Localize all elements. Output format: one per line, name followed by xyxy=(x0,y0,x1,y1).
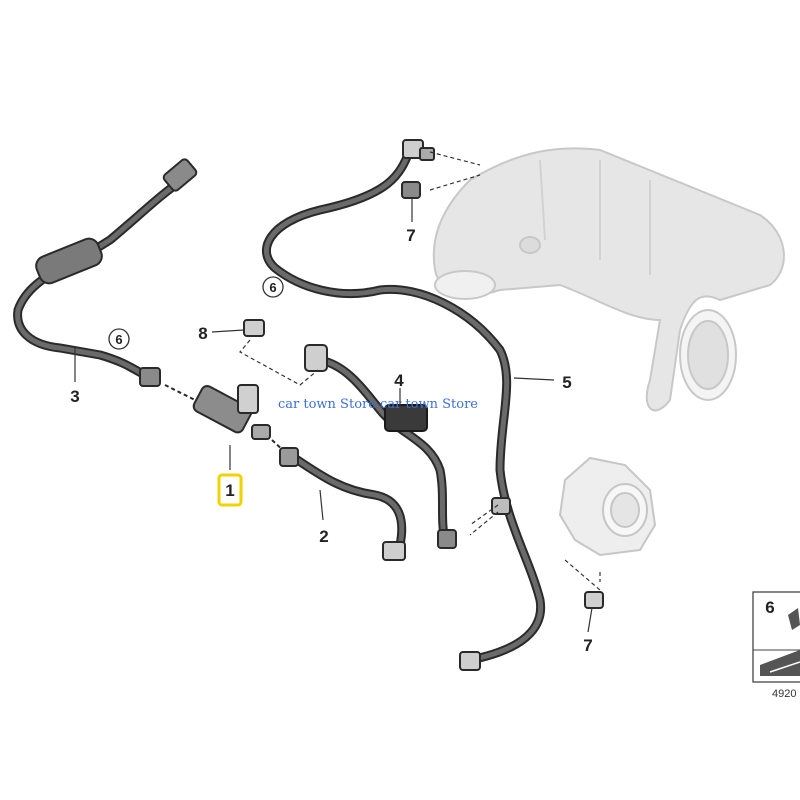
callout-part-3: 3 xyxy=(70,387,79,406)
callout-part-7-upper: 7 xyxy=(406,226,415,245)
svg-text:6: 6 xyxy=(269,280,276,295)
svg-text:6: 6 xyxy=(115,332,122,347)
legend-box: 6 4920 xyxy=(752,591,800,700)
hose-4-assembly xyxy=(304,344,457,549)
air-intake-housing xyxy=(432,147,785,412)
callout-part-6-left: 6 xyxy=(108,328,130,350)
hose-2 xyxy=(279,447,407,561)
callout-part-2: 2 xyxy=(319,527,328,546)
callout-part-6-upper: 6 xyxy=(262,276,284,298)
turbo-outlet-housing xyxy=(558,456,657,557)
store-watermark: car town Store car town Store xyxy=(278,397,478,412)
legend-wedge-icon xyxy=(760,650,800,676)
valve-part-1 xyxy=(164,384,286,453)
hose-5 xyxy=(261,139,546,671)
legend-part-icon xyxy=(788,608,800,630)
leader-lines xyxy=(74,198,593,633)
assembly-lines xyxy=(239,151,601,591)
callout-part-8: 8 xyxy=(198,324,207,343)
callout-part-4: 4 xyxy=(394,371,404,390)
legend-label: 6 xyxy=(765,598,774,617)
svg-text:1: 1 xyxy=(225,481,234,500)
legend-doc-number: 4920 xyxy=(772,688,796,700)
callout-part-7-lower: 7 xyxy=(583,636,592,655)
clips xyxy=(243,147,604,609)
hose-3 xyxy=(13,158,198,387)
callout-part-1: 1 xyxy=(217,473,243,507)
callout-part-5: 5 xyxy=(562,373,571,392)
